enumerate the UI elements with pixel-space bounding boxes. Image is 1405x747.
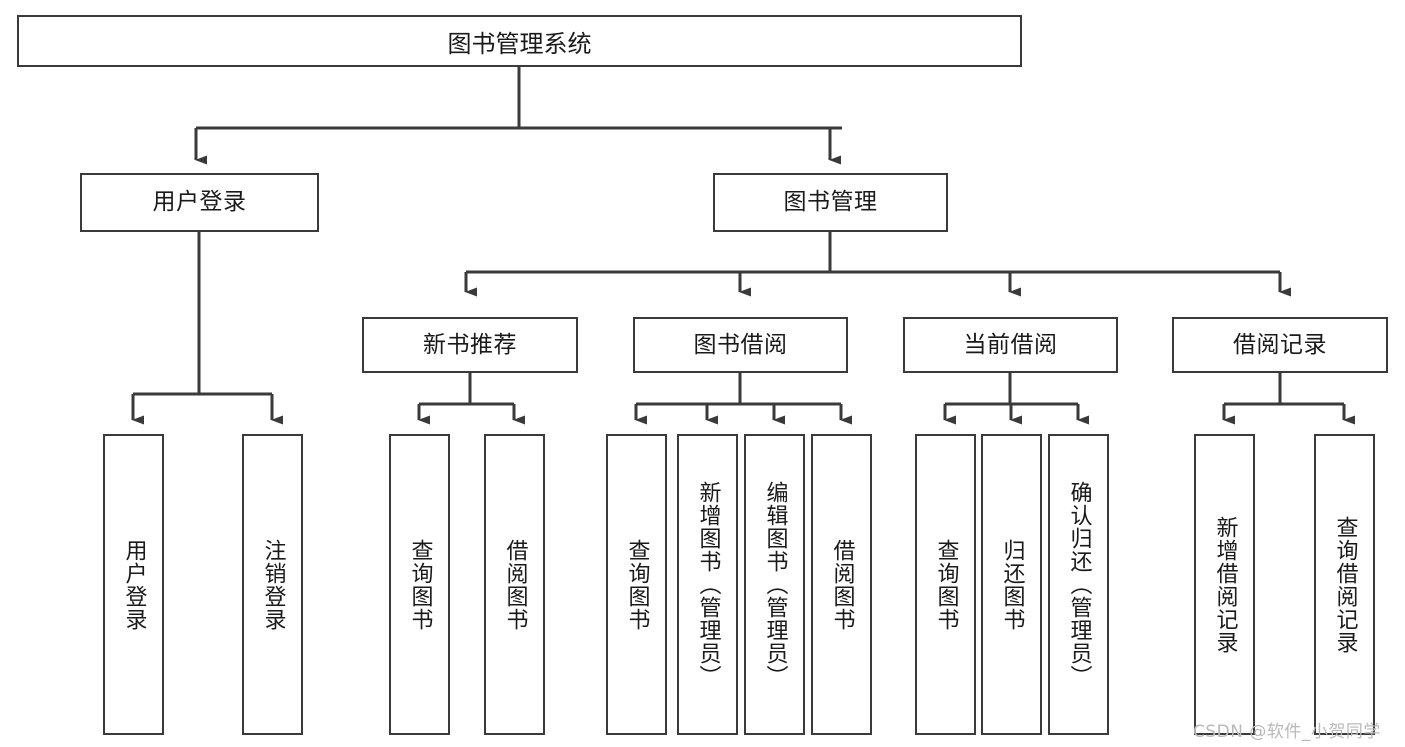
leaf-book-borrow-borrow-book[interactable]: 借阅图书 bbox=[811, 434, 872, 735]
leaf-label: 查询图书 bbox=[407, 538, 433, 631]
leaf-borrow-record-query-record[interactable]: 查询借阅记录 bbox=[1314, 434, 1375, 735]
leaf-book-borrow-edit-book-admin[interactable]: 编辑图书（管理员） bbox=[744, 434, 805, 735]
leaf-new-book-borrow-book[interactable]: 借阅图书 bbox=[484, 434, 545, 735]
csdn-watermark: CSDN @软件_小贺同学 bbox=[1193, 722, 1381, 742]
leaf-user-login-login[interactable]: 用户登录 bbox=[103, 434, 164, 735]
leaf-label: 新增图书（管理员） bbox=[695, 481, 721, 688]
leaf-label: 查询图书 bbox=[933, 538, 959, 631]
node-book-management-label: 图书管理 bbox=[783, 189, 878, 215]
leaf-borrow-record-add-record[interactable]: 新增借阅记录 bbox=[1194, 434, 1255, 735]
leaf-label: 注销登录 bbox=[260, 538, 286, 631]
leaf-current-borrow-return-book[interactable]: 归还图书 bbox=[981, 434, 1042, 735]
node-current-borrow[interactable]: 当前借阅 bbox=[903, 317, 1118, 373]
leaf-label: 用户登录 bbox=[121, 538, 147, 631]
leaf-user-login-logout[interactable]: 注销登录 bbox=[242, 434, 303, 735]
leaf-label: 查询图书 bbox=[624, 538, 650, 631]
leaf-label: 查询借阅记录 bbox=[1332, 515, 1358, 654]
node-book-borrow-label: 图书借阅 bbox=[693, 331, 788, 358]
leaf-book-borrow-add-book-admin[interactable]: 新增图书（管理员） bbox=[677, 434, 738, 735]
node-root-label: 图书管理系统 bbox=[447, 29, 592, 58]
node-root-book-management-system[interactable]: 图书管理系统 bbox=[17, 15, 1022, 67]
node-current-borrow-label: 当前借阅 bbox=[963, 331, 1058, 358]
leaf-new-book-query-book[interactable]: 查询图书 bbox=[389, 434, 450, 735]
leaf-label: 借阅图书 bbox=[502, 538, 528, 631]
leaf-current-borrow-query-book[interactable]: 查询图书 bbox=[915, 434, 976, 735]
node-new-book-recommend[interactable]: 新书推荐 bbox=[362, 317, 578, 373]
node-borrow-record-label: 借阅记录 bbox=[1233, 331, 1327, 358]
leaf-current-borrow-confirm-return-admin[interactable]: 确认归还（管理员） bbox=[1048, 434, 1109, 735]
leaf-book-borrow-query-book[interactable]: 查询图书 bbox=[606, 434, 667, 735]
node-book-management[interactable]: 图书管理 bbox=[713, 173, 948, 232]
node-borrow-record[interactable]: 借阅记录 bbox=[1172, 317, 1388, 373]
leaf-label: 归还图书 bbox=[999, 538, 1025, 631]
leaf-label: 借阅图书 bbox=[829, 538, 855, 631]
leaf-label: 新增借阅记录 bbox=[1212, 515, 1238, 654]
node-user-login[interactable]: 用户登录 bbox=[80, 173, 319, 232]
leaf-label: 确认归还（管理员） bbox=[1066, 481, 1092, 688]
leaf-label: 编辑图书（管理员） bbox=[762, 481, 788, 688]
node-user-login-label: 用户登录 bbox=[152, 189, 247, 215]
node-new-book-recommend-label: 新书推荐 bbox=[423, 331, 517, 358]
node-book-borrow[interactable]: 图书借阅 bbox=[633, 317, 848, 373]
